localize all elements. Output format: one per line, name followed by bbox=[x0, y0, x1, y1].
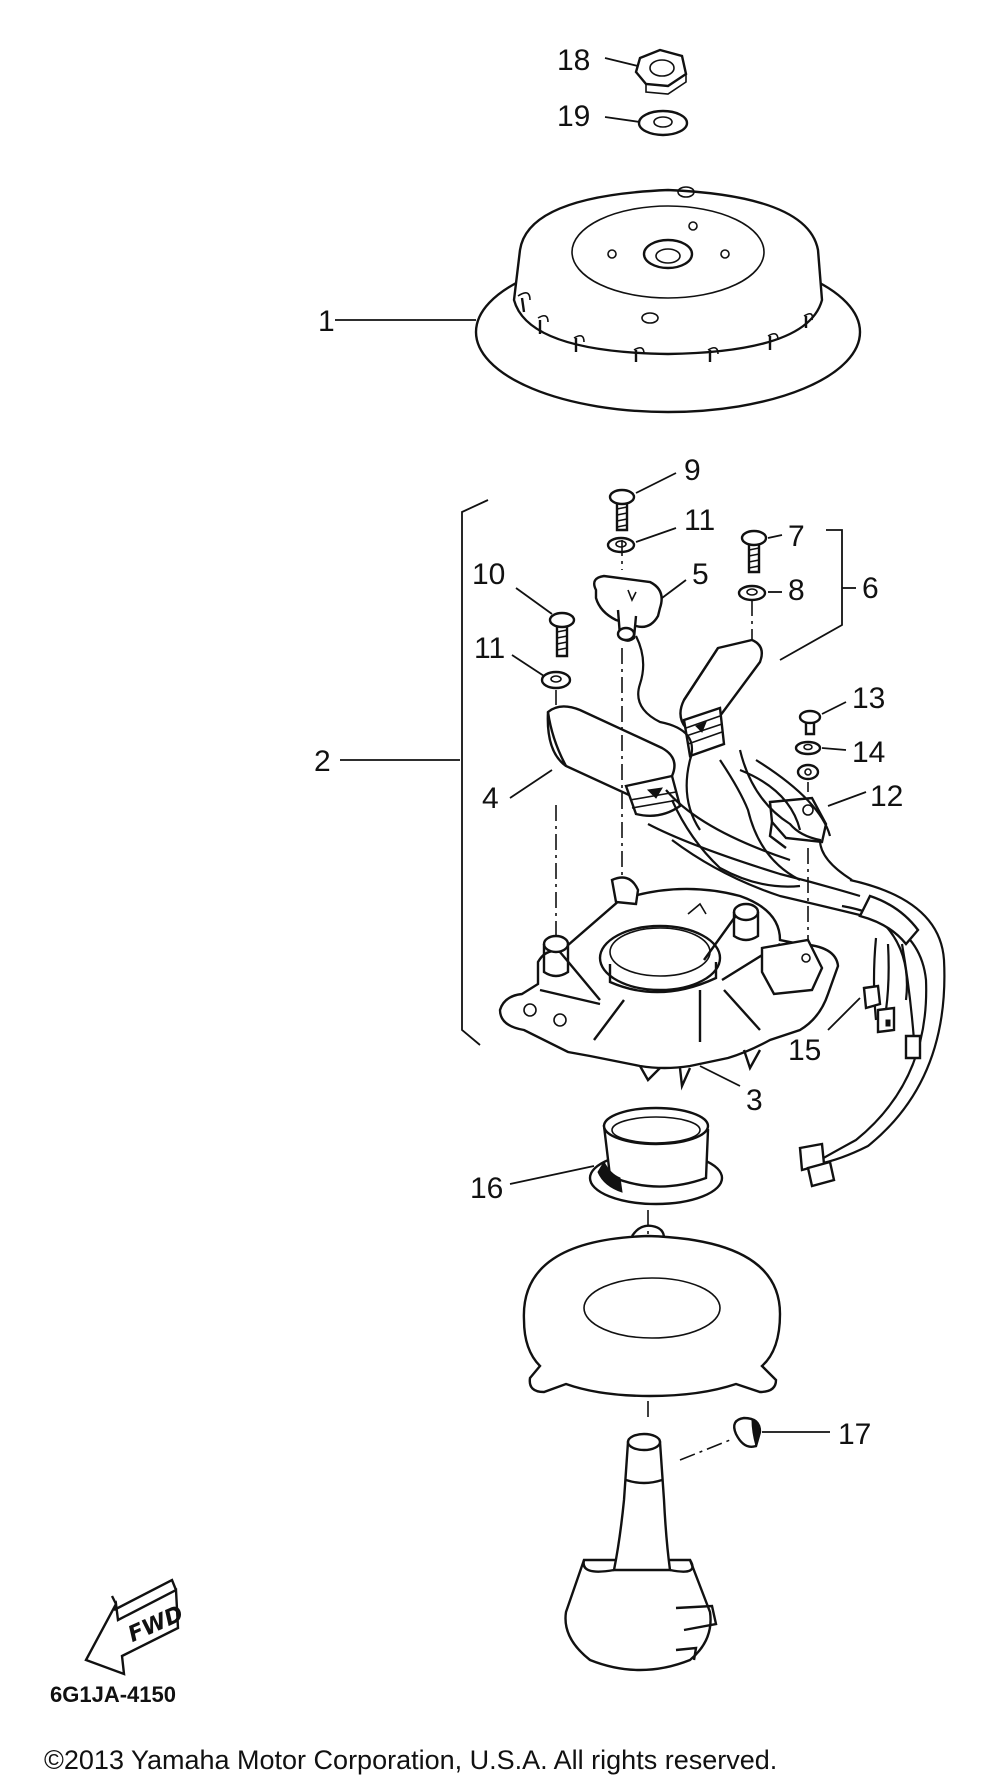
washer-icon bbox=[540, 670, 572, 690]
callout-19: 19 bbox=[557, 100, 590, 133]
leader-5 bbox=[661, 579, 687, 599]
callout-13: 13 bbox=[852, 682, 885, 715]
callout-11-upper: 11 bbox=[684, 504, 715, 537]
bracket-2 bbox=[461, 499, 489, 1046]
screw-icon bbox=[740, 529, 768, 574]
callout-5: 5 bbox=[692, 558, 709, 591]
leader-7 bbox=[767, 534, 783, 539]
callout-10: 10 bbox=[472, 558, 505, 591]
woodruff-key-icon bbox=[733, 1416, 762, 1448]
leader-15 bbox=[827, 997, 861, 1031]
screw-icon bbox=[608, 488, 636, 532]
leader-11a bbox=[635, 527, 677, 543]
hex-nut-icon bbox=[634, 48, 688, 95]
leader-18 bbox=[604, 57, 639, 67]
washer-icon bbox=[606, 536, 636, 554]
leader-4 bbox=[509, 769, 553, 799]
drawing-code: 6G1JA-4150 bbox=[50, 1682, 176, 1707]
leader-11b bbox=[511, 654, 545, 677]
pulser-coil-icon bbox=[593, 574, 663, 642]
flywheel-icon bbox=[474, 186, 862, 414]
gasket-plate-icon bbox=[522, 1224, 782, 1398]
callout-17: 17 bbox=[838, 1418, 871, 1451]
leader-13 bbox=[821, 701, 847, 715]
alignment-lines bbox=[555, 540, 809, 1461]
callout-16: 16 bbox=[470, 1172, 503, 1205]
leader-12 bbox=[827, 791, 867, 807]
collar-icon bbox=[588, 1106, 724, 1206]
fwd-arrow-icon: FWD bbox=[84, 1578, 187, 1676]
callout-6: 6 bbox=[862, 572, 879, 605]
leader-3 bbox=[699, 1065, 741, 1087]
ignition-coil-icon bbox=[546, 705, 682, 817]
ground-plate-icon bbox=[768, 763, 828, 849]
callout-18: 18 bbox=[557, 44, 590, 77]
callout-9: 9 bbox=[684, 454, 701, 487]
callout-15: 15 bbox=[788, 1034, 821, 1067]
copyright-notice: ©2013 Yamaha Motor Corporation, U.S.A. A… bbox=[44, 1745, 777, 1775]
screw-icon bbox=[798, 709, 822, 736]
callout-7: 7 bbox=[788, 520, 805, 553]
leader-10 bbox=[515, 587, 553, 615]
callout-14: 14 bbox=[852, 736, 885, 769]
wire-harness-icon bbox=[635, 635, 946, 1188]
callout-3: 3 bbox=[746, 1084, 763, 1117]
leader-16 bbox=[509, 1165, 595, 1185]
stator-base-icon bbox=[498, 876, 840, 1091]
leader-9 bbox=[635, 472, 677, 494]
crankshaft-icon bbox=[564, 1432, 718, 1672]
washer-icon bbox=[737, 584, 767, 602]
callout-2: 2 bbox=[314, 745, 331, 778]
screw-icon bbox=[548, 611, 576, 658]
charge-coil-icon bbox=[679, 638, 763, 758]
leader-19 bbox=[604, 116, 641, 123]
callout-4: 4 bbox=[482, 782, 499, 815]
bracket-6 bbox=[779, 529, 843, 661]
washer-icon bbox=[637, 109, 689, 137]
leader-14 bbox=[821, 747, 847, 751]
callout-11-lower: 11 bbox=[474, 632, 505, 665]
callout-8: 8 bbox=[788, 574, 805, 607]
callout-1: 1 bbox=[318, 305, 335, 338]
callout-12: 12 bbox=[870, 780, 903, 813]
washer-icon bbox=[794, 740, 822, 756]
